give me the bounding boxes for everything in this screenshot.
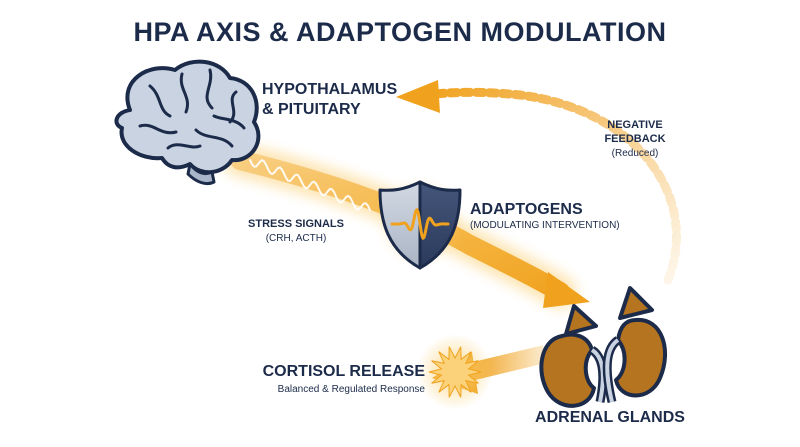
page-title: HPA AXIS & ADAPTOGEN MODULATION <box>133 17 667 47</box>
adrenal-label: ADRENAL GLANDS <box>535 409 685 426</box>
kidney-right <box>602 286 668 404</box>
feedback-sub: (Reduced) <box>611 148 659 159</box>
brain-icon <box>114 59 261 186</box>
stress-line2: (CRH, ACTH) <box>265 233 327 244</box>
adaptogens-name: ADAPTOGENS <box>470 201 583 218</box>
hypothalamus-line2: & PITUITARY <box>262 101 361 118</box>
negative-feedback-arrow <box>396 80 681 285</box>
stress-line1: STRESS SIGNALS <box>248 218 344 230</box>
feedback-line1: NEGATIVE <box>607 119 663 131</box>
hypothalamus-line1: HYPOTHALAMUS <box>262 81 398 98</box>
kidney-left <box>539 304 608 408</box>
cortisol-name: CORTISOL RELEASE <box>262 363 425 380</box>
cortisol-sub: Balanced & Regulated Response <box>277 384 425 395</box>
adaptogens-sub: (MODULATING INTERVENTION) <box>470 220 620 231</box>
kidney-icon <box>539 286 668 408</box>
feedback-line2: FEEDBACK <box>604 133 666 145</box>
shield-waveform-icon <box>374 176 466 270</box>
starburst-icon <box>417 334 493 410</box>
